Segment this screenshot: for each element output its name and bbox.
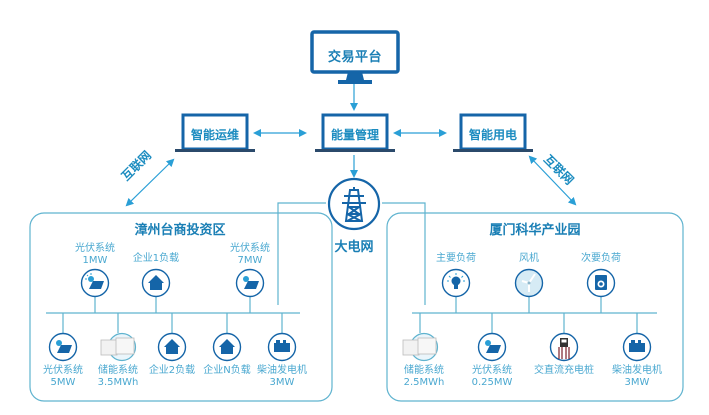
ev-charger-icon xyxy=(549,332,579,362)
arrow-internet-right xyxy=(528,155,577,206)
smart-ops-label: 智能运维 xyxy=(190,128,239,142)
right-panel-title: 厦门科华产业园 xyxy=(489,223,581,238)
smart-electricity-label: 智能用电 xyxy=(468,128,517,142)
node-label: 交直流充电桩 xyxy=(534,365,594,376)
laptop-icon xyxy=(315,113,395,152)
solar-panel-icon xyxy=(477,332,507,362)
laptop-icon xyxy=(175,113,255,152)
solar-panel-icon xyxy=(235,268,265,298)
node-label: 企业1负载 xyxy=(132,253,180,264)
wind-turbine-icon xyxy=(514,268,544,298)
arrow-internet-left xyxy=(125,158,175,207)
battery-storage-icon xyxy=(100,332,137,362)
left-panel-title: 漳州台商投资区 xyxy=(134,223,226,238)
node-label: 企业N负载 xyxy=(203,365,251,376)
trading-platform-label: 交易平台 xyxy=(327,50,382,65)
right-panel-border xyxy=(386,212,684,402)
node-label: 风机 xyxy=(519,253,539,264)
diesel-generator-icon xyxy=(267,332,297,362)
house-icon xyxy=(212,332,242,362)
transmission-tower-icon xyxy=(327,177,381,231)
node-label: 主要负荷 xyxy=(436,253,476,264)
house-icon xyxy=(157,332,187,362)
laptop-icon xyxy=(453,113,533,152)
diesel-generator-icon xyxy=(622,332,652,362)
grid-line-right xyxy=(382,202,426,305)
energy-management-label: 能量管理 xyxy=(330,128,379,142)
node-label: 企业2负载 xyxy=(148,365,196,376)
grid-label: 大电网 xyxy=(334,240,374,255)
solar-panel-icon xyxy=(80,268,110,298)
house-icon xyxy=(141,268,171,298)
light-bulb-icon xyxy=(441,268,471,298)
left-panel-border xyxy=(29,212,333,402)
grid-line-left xyxy=(277,202,326,305)
node-label: 次要负荷 xyxy=(581,253,621,264)
monitor-icon xyxy=(310,30,400,84)
washing-machine-icon xyxy=(586,268,616,298)
solar-panel-icon xyxy=(48,332,78,362)
battery-storage-icon xyxy=(402,332,439,362)
